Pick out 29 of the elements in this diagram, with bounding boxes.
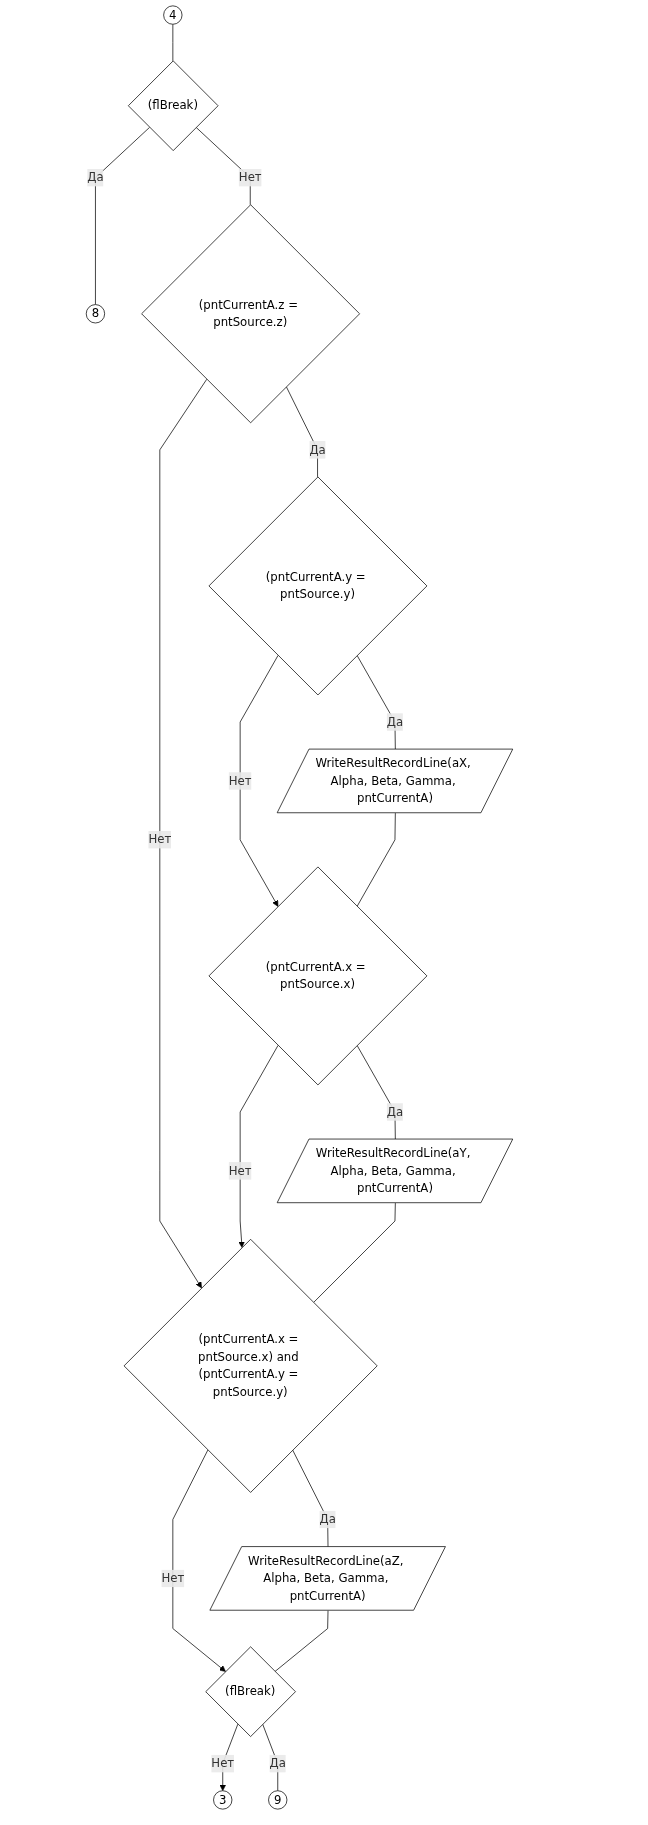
edge-label: Нет bbox=[161, 1571, 185, 1585]
edge-label: Да bbox=[87, 170, 104, 185]
node-diamond: (pntCurrentA.z = pntSource.z) bbox=[141, 204, 360, 424]
edge-label: Нет bbox=[238, 170, 262, 185]
edge-label: Нет bbox=[148, 832, 172, 847]
node-circle: 9 bbox=[268, 1790, 288, 1810]
edge-label: Нет bbox=[228, 773, 252, 788]
node-circle: 4 bbox=[163, 5, 183, 25]
node-circle: 8 bbox=[85, 304, 105, 324]
connector bbox=[195, 127, 251, 206]
connector bbox=[285, 386, 318, 478]
node-diamond: (flBreak) bbox=[205, 1646, 296, 1737]
node-circle: 3 bbox=[213, 1790, 233, 1810]
node-diamond: (pntCurrentA.x = pntSource.x) and (pntCurrentA.y = pntSource.y) bbox=[123, 1238, 378, 1493]
node-diamond: (pntCurrentA.y = pntSource.y) bbox=[208, 476, 428, 696]
edge-label: Да bbox=[386, 714, 404, 729]
connector bbox=[356, 812, 396, 907]
node-diamond: (pntCurrentA.x = pntSource.x) bbox=[208, 866, 428, 1086]
node-diamond: (flBreak) bbox=[127, 60, 219, 151]
connector bbox=[274, 1610, 329, 1672]
connector bbox=[313, 1202, 396, 1303]
edge-label: Да bbox=[386, 1104, 404, 1119]
edge-label: Да bbox=[309, 442, 326, 457]
edge-label: Да bbox=[269, 1756, 286, 1771]
edge-label: Да bbox=[319, 1512, 336, 1527]
connector bbox=[172, 23, 174, 62]
edge-label: Нет bbox=[211, 1756, 235, 1771]
edge-label: Нет bbox=[228, 1163, 252, 1178]
connector bbox=[95, 127, 150, 305]
